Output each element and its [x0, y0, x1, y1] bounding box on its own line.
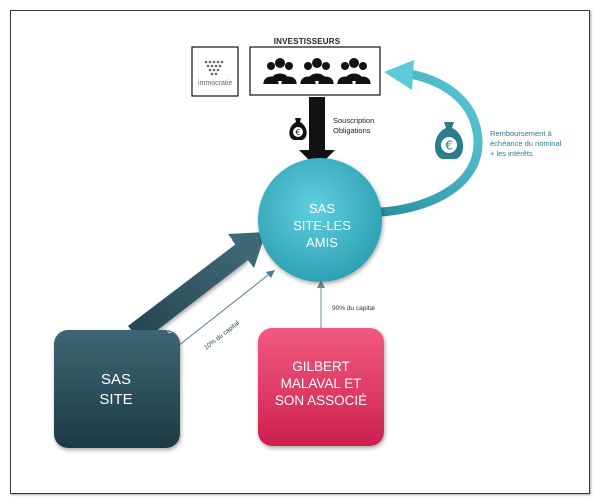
person-group-icon — [337, 58, 371, 84]
repayment-label: Remboursement à échéance du nominal + le… — [490, 129, 562, 158]
node-site-label: SAS SITE — [99, 371, 133, 408]
immocratie-logo-icon — [204, 60, 224, 76]
node-gilbert-malaval — [258, 328, 384, 446]
svg-text:€: € — [445, 139, 453, 153]
subscription-arrow-shaft — [309, 97, 325, 153]
repayment-money-bag-icon: € — [434, 122, 464, 159]
logo-text: immocratie — [198, 80, 233, 87]
site-share-line — [177, 271, 273, 347]
node-sas-site-les-amis — [258, 158, 382, 282]
guarantee-band — [128, 244, 248, 342]
site-share-arrowhead — [266, 270, 275, 278]
investors-title: INVESTISSEURS — [273, 37, 341, 46]
gilbert-share-arrowhead — [317, 280, 325, 288]
node-sas-site — [54, 330, 180, 448]
gilbert-share-label: 90% du capital — [332, 305, 375, 312]
guarantee-arrowhead — [228, 232, 266, 268]
node-gilbert-label: GILBERT MALAVAL ET SON ASSOCIÉ — [274, 359, 368, 408]
node-amis-label: SAS SITE-LES AMIS — [293, 201, 351, 250]
investors-box — [249, 46, 381, 96]
person-group-icon — [263, 58, 297, 84]
people-group-icon — [263, 58, 371, 84]
euro-money-bag-icon: € — [289, 118, 307, 140]
repayment-arrowhead — [384, 60, 414, 90]
person-group-icon — [300, 58, 334, 84]
subscription-label: Souscription Obligations — [333, 116, 375, 135]
repayment-arrow — [379, 69, 483, 217]
svg-text:€: € — [295, 128, 300, 137]
immocratie-logo-box — [191, 46, 239, 97]
